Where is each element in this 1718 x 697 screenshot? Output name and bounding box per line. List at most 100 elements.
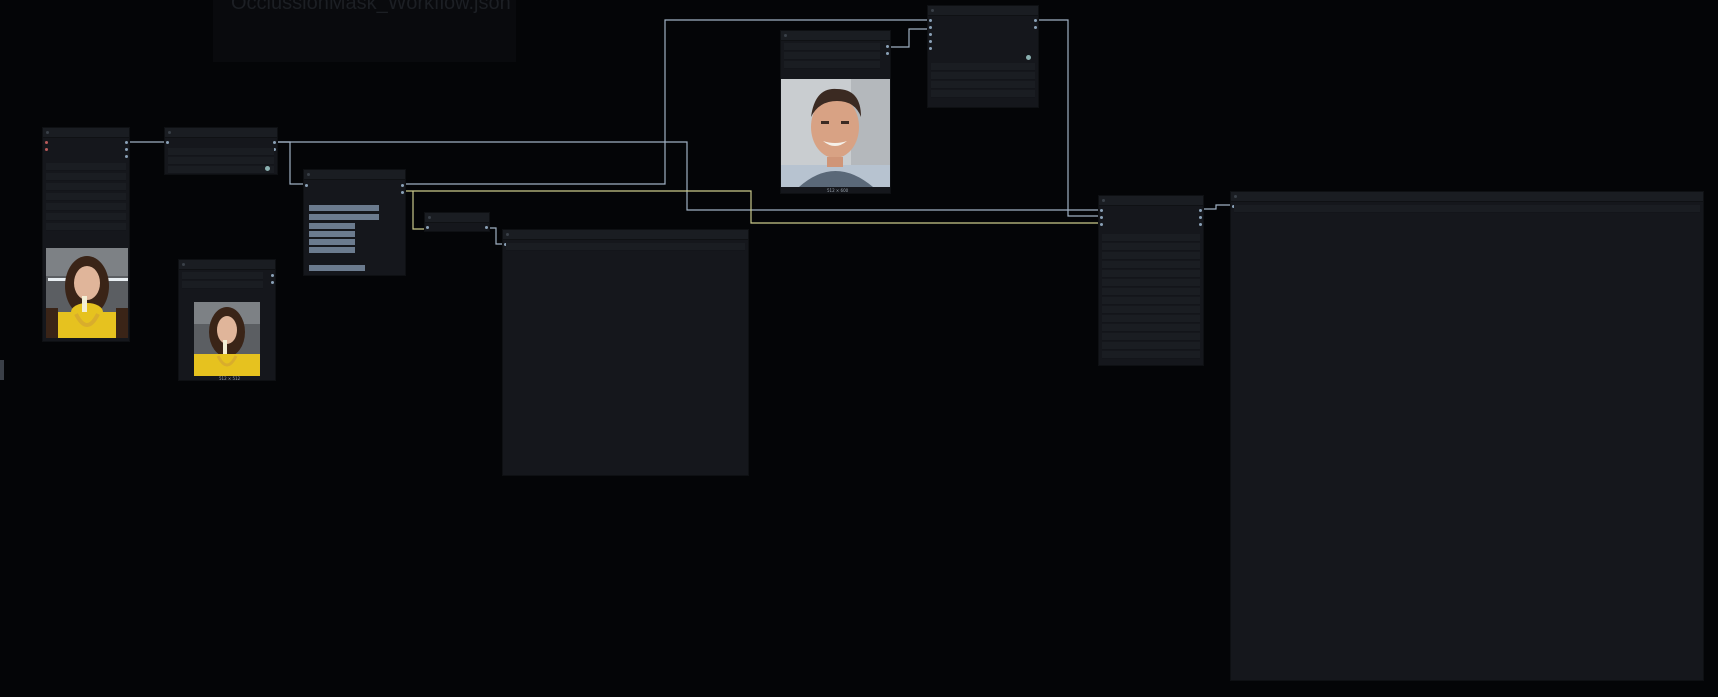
collapse-dot[interactable]: [168, 131, 171, 134]
collapse-dot[interactable]: [784, 34, 787, 37]
node-header[interactable]: [928, 6, 1038, 16]
output-port-2[interactable]: [271, 281, 274, 284]
input-port-2[interactable]: [1100, 216, 1103, 219]
node-header[interactable]: [1099, 196, 1203, 206]
load-face-image-node[interactable]: 512 × 600: [780, 30, 891, 194]
input-port-3[interactable]: [1100, 223, 1103, 226]
load-image-node[interactable]: [42, 127, 130, 342]
resize-image-node[interactable]: [164, 127, 278, 175]
workflow-note[interactable]: OcclussionMask_Workflow.json: [213, 0, 516, 62]
output-port-mask[interactable]: [401, 191, 404, 194]
collapse-dot[interactable]: [182, 263, 185, 266]
input-port[interactable]: [504, 243, 507, 246]
widget-row[interactable]: [1102, 342, 1200, 350]
widget-row[interactable]: [1102, 243, 1200, 251]
widget-row[interactable]: [931, 90, 1035, 98]
widget-row[interactable]: [1102, 297, 1200, 305]
collapse-dot[interactable]: [1234, 195, 1237, 198]
input-port-2[interactable]: [929, 26, 932, 29]
input-port-5[interactable]: [929, 47, 932, 50]
node-header[interactable]: [503, 230, 748, 240]
output-port-2[interactable]: [273, 148, 276, 151]
widget-row[interactable]: [1102, 333, 1200, 341]
preview-output-node[interactable]: [1230, 191, 1704, 681]
input-port[interactable]: [426, 226, 429, 229]
output-port-1[interactable]: [1034, 19, 1037, 22]
widget-row[interactable]: [46, 203, 126, 211]
input-port-1[interactable]: [929, 19, 932, 22]
widget-row[interactable]: [784, 52, 880, 60]
output-port-mask[interactable]: [45, 148, 48, 151]
collapse-dot[interactable]: [428, 216, 431, 219]
widget-row[interactable]: [46, 213, 126, 221]
widget-row[interactable]: [931, 63, 1035, 71]
face-swap-input-node[interactable]: [927, 5, 1039, 108]
input-port-4[interactable]: [929, 40, 932, 43]
widget-row[interactable]: [784, 61, 880, 69]
input-port-image[interactable]: [166, 141, 169, 144]
side-panel-handle[interactable]: [0, 360, 4, 380]
widget-row[interactable]: [506, 243, 745, 251]
widget-row[interactable]: [46, 223, 126, 231]
widget-row[interactable]: [182, 281, 263, 289]
widget-row[interactable]: [1234, 205, 1700, 213]
collapse-dot[interactable]: [931, 9, 934, 12]
output-port-2[interactable]: [125, 148, 128, 151]
node-header[interactable]: [179, 260, 275, 270]
image-batch-node[interactable]: [303, 169, 406, 276]
output-port-3[interactable]: [1199, 223, 1202, 226]
output-port-image[interactable]: [401, 184, 404, 187]
output-port-1[interactable]: [125, 141, 128, 144]
toggle-dot[interactable]: [1026, 55, 1031, 60]
toggle-dot[interactable]: [265, 166, 270, 171]
output-port-1[interactable]: [1199, 209, 1202, 212]
input-port-1[interactable]: [1100, 209, 1103, 212]
widget-row[interactable]: [784, 43, 880, 51]
output-port-1[interactable]: [886, 45, 889, 48]
widget-row[interactable]: [182, 272, 263, 280]
collapse-dot[interactable]: [307, 173, 310, 176]
widget-row[interactable]: [1102, 261, 1200, 269]
output-port-3[interactable]: [125, 155, 128, 158]
output-port-image[interactable]: [273, 141, 276, 144]
widget-row[interactable]: [1102, 324, 1200, 332]
output-port-2[interactable]: [1034, 26, 1037, 29]
widget-row[interactable]: [46, 173, 126, 181]
input-port-image[interactable]: [305, 184, 308, 187]
widget-row[interactable]: [1102, 315, 1200, 323]
widget-row[interactable]: [1102, 234, 1200, 242]
node-header[interactable]: [304, 170, 405, 180]
output-port-2[interactable]: [1199, 216, 1202, 219]
output-port[interactable]: [485, 226, 488, 229]
widget-row[interactable]: [46, 183, 126, 191]
collapse-dot[interactable]: [1102, 199, 1105, 202]
node-header[interactable]: [165, 128, 277, 138]
node-header[interactable]: [1231, 192, 1703, 202]
widget-row[interactable]: [1102, 252, 1200, 260]
collapse-dot[interactable]: [506, 233, 509, 236]
widget-row[interactable]: [1102, 279, 1200, 287]
input-port[interactable]: [1232, 205, 1235, 208]
widget-row[interactable]: [1102, 351, 1200, 359]
widget-row[interactable]: [46, 163, 126, 171]
widget-row[interactable]: [168, 157, 274, 165]
occlusion-mask-node[interactable]: [1098, 195, 1204, 366]
input-port-3[interactable]: [929, 33, 932, 36]
output-port-image[interactable]: [45, 141, 48, 144]
output-port-2[interactable]: [886, 52, 889, 55]
node-header[interactable]: [781, 31, 890, 41]
widget-row[interactable]: [46, 193, 126, 201]
widget-row[interactable]: [1102, 288, 1200, 296]
node-header[interactable]: [43, 128, 129, 138]
widget-row[interactable]: [1102, 306, 1200, 314]
collapse-dot[interactable]: [46, 131, 49, 134]
widget-row[interactable]: [931, 72, 1035, 80]
widget-row[interactable]: [168, 148, 274, 156]
preview-mask-node[interactable]: [502, 229, 749, 476]
widget-row[interactable]: [168, 166, 274, 174]
widget-row[interactable]: [1102, 270, 1200, 278]
mask-convert-node[interactable]: [424, 212, 490, 232]
preview-image-node-small[interactable]: 512 × 512: [178, 259, 276, 381]
node-header[interactable]: [425, 213, 489, 223]
